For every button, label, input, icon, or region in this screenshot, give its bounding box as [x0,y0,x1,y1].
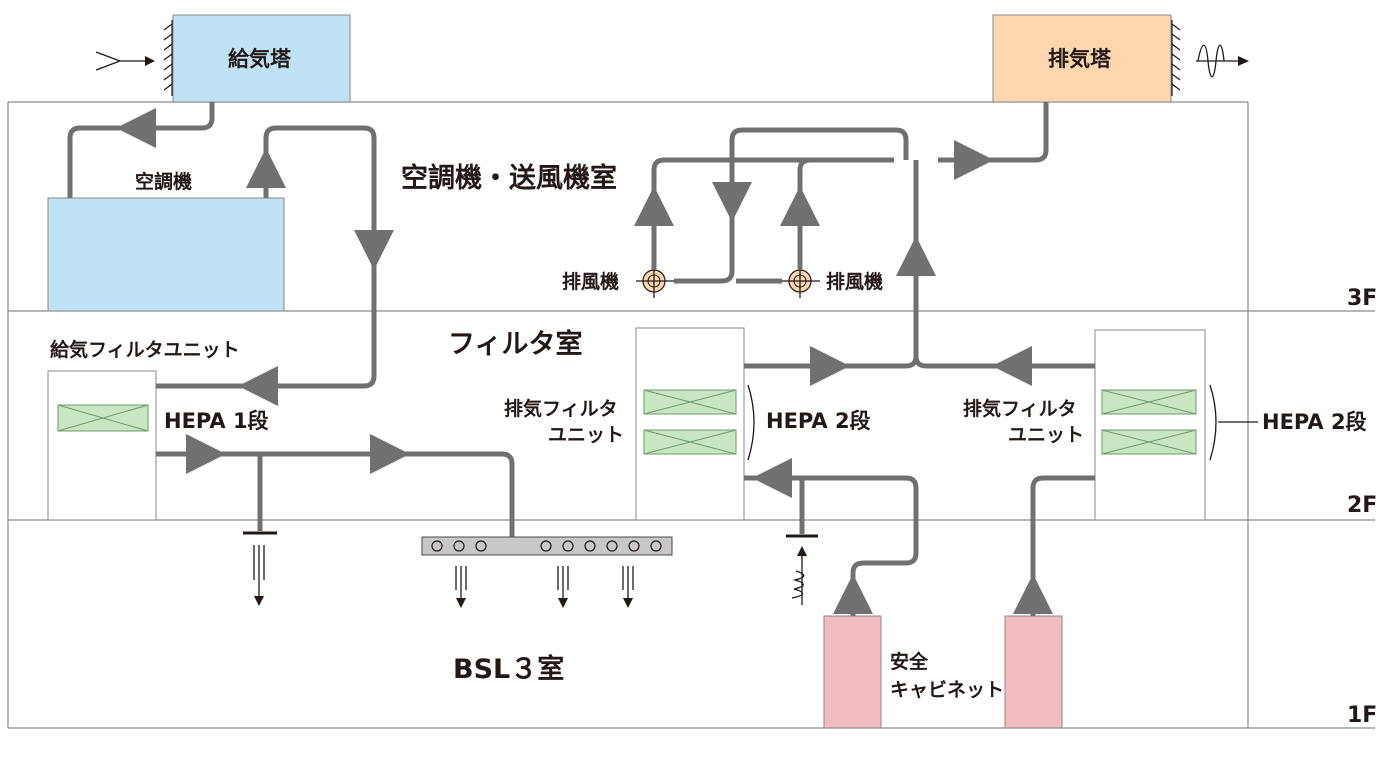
louver-icon [163,20,173,96]
exhaust-fan-left-label: 排風機 [562,270,619,293]
air-handling-unit: 空調機 [47,170,285,312]
exhaust-duct [634,102,1095,616]
exhaust-filter-unit-2: 排気フィルタ ユニット HEPA 2段 [963,329,1367,521]
room-label-filter-room: フィルタ室 [448,328,582,360]
exhaust-filter-unit-1-label-line1: 排気フィルタ [504,397,618,420]
exhaust-filter-unit-1: 排気フィルタ ユニット HEPA 2段 [504,327,871,521]
exhaust-tower-label: 排気塔 [1048,47,1112,71]
supply-tower: 給気塔 [95,14,351,103]
floor-label-1f: 1F [1347,703,1377,728]
hepa-exhaust-1-label: HEPA 2段 [766,409,871,433]
hepa-supply-label: HEPA 1段 [164,409,269,433]
safety-cabinet-label-line1: 安全 [890,650,929,673]
exhaust-filter-unit-1-label-line2: ユニット [548,424,624,446]
safety-cabinet-1 [823,615,882,729]
exhaust-fan-right-label: 排風機 [826,270,883,293]
ahu-label: 空調機 [135,170,192,193]
louver-icon [1171,20,1181,96]
exhaust-filter-unit-2-label-line1: 排気フィルタ [963,397,1077,420]
bracket-icon [747,384,755,461]
supply-filter-unit-label: 給気フィルタユニット [50,338,240,361]
safety-cabinet-label-line2: キャビネット [890,679,1004,701]
bracket-icon [1209,384,1217,461]
supply-diffuser [421,536,673,556]
exhaust-air-swirl-arrow-icon [791,546,807,605]
supply-filter-unit: 給気フィルタユニット HEPA 1段 [47,338,269,521]
supply-duct [67,102,515,537]
hepa-exhaust-2-label: HEPA 2段 [1262,410,1367,434]
air-discharge-wave-arrow-icon [1196,44,1249,78]
floor-label-2f: 2F [1347,493,1377,518]
hepa-filter-icon [643,389,737,455]
supply-air-arrow-icons [253,545,634,608]
floor-label-3f: 3F [1347,286,1377,311]
hepa-filter-icon [57,404,149,432]
air-intake-arrow-icon [95,51,155,71]
exhaust-tower: 排気塔 [992,14,1249,103]
hepa-filter-icon [1101,389,1197,455]
supply-tower-label: 給気塔 [228,47,292,71]
exhaust-fan-right: 排風機 [782,250,883,298]
exhaust-filter-unit-2-label-line2: ユニット [1008,424,1084,446]
room-label-ahu-room: 空調機・送風機室 [401,162,617,194]
exhaust-fan-left: 排風機 [562,250,674,298]
safety-cabinet-2 [1004,615,1063,729]
room-label-bsl3: BSL３室 [453,653,564,685]
